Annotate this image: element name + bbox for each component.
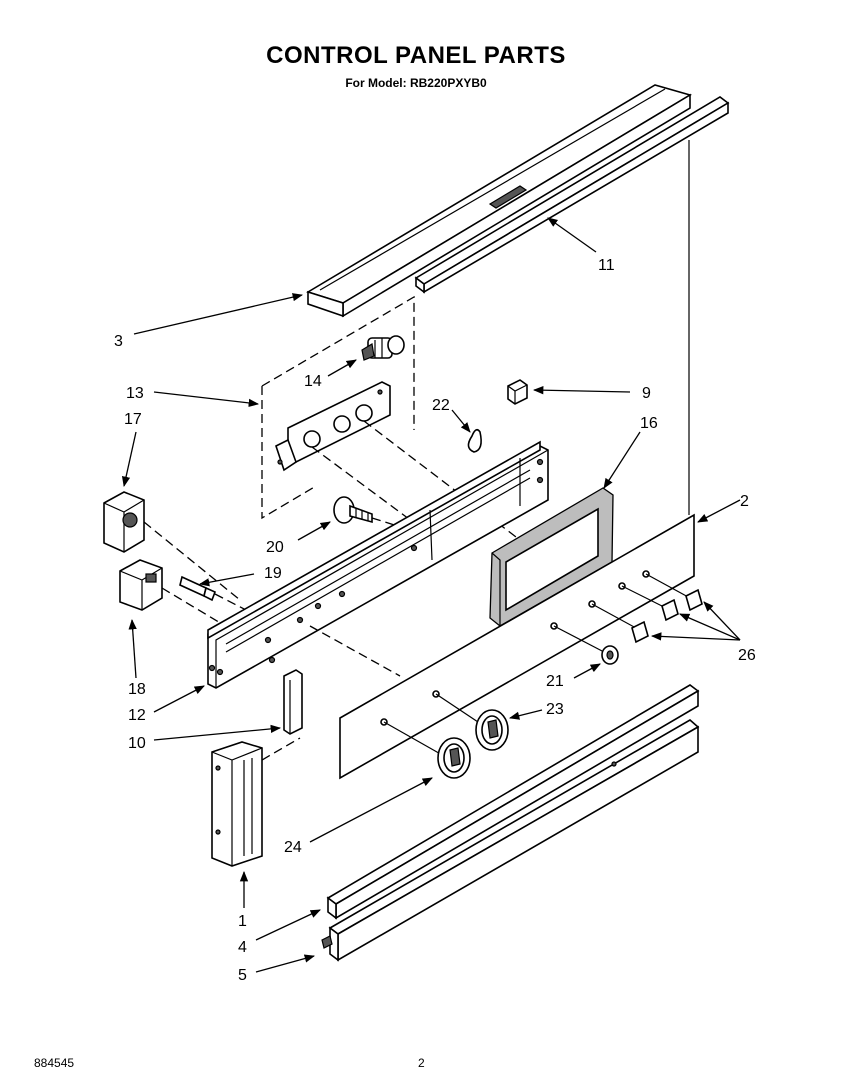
callout-17: 17: [124, 411, 142, 428]
model-subtitle: For Model: RB220PXYB0: [345, 76, 487, 90]
callout-18: 18: [128, 681, 146, 698]
callout-14: 14: [304, 373, 322, 390]
callout-21: 21: [546, 673, 564, 690]
callout-10: 10: [128, 735, 146, 752]
part-19-lamp: [179, 575, 251, 613]
part-1-end-cap: [211, 737, 301, 867]
part-24-knob: [437, 737, 471, 779]
callout-20: 20: [266, 539, 284, 556]
callout-4: 4: [238, 939, 247, 956]
part-3-top-trim: [306, 84, 692, 318]
part-5-bottom-trim: [321, 719, 700, 962]
part-23-knob: [475, 709, 509, 751]
callout-3: 3: [114, 333, 123, 350]
part-12-backplate: [207, 440, 549, 689]
callout-19: 19: [264, 565, 282, 582]
part-22-spring-clip: [467, 428, 482, 453]
callout-12: 12: [128, 707, 146, 724]
part-14-selector-switch: [361, 335, 405, 361]
part-18-switch-block: [119, 559, 233, 631]
callout-1: 1: [238, 913, 247, 930]
callout-9: 9: [642, 385, 651, 402]
callout-22: 22: [432, 397, 450, 414]
part-17-clock: [103, 491, 241, 601]
callout-11: 11: [598, 257, 615, 274]
callout-16: 16: [640, 415, 658, 432]
callout-13: 13: [126, 385, 144, 402]
callout-23: 23: [546, 701, 564, 718]
part-13-assembly-outline: [261, 295, 415, 520]
part-10-bracket: [283, 669, 303, 735]
callout-5: 5: [238, 967, 247, 984]
part-2-overlay: [339, 513, 695, 780]
leader-lines: [121, 217, 741, 973]
callout-24: 24: [284, 839, 302, 856]
part-21-small-knob: [601, 645, 619, 665]
callout-26: 26: [738, 647, 756, 664]
document-number: 884545: [34, 1056, 75, 1070]
page-number: 2: [418, 1056, 425, 1070]
callout-2: 2: [740, 493, 749, 510]
part-9-clip: [507, 379, 528, 405]
part-13-switch-bracket: [275, 381, 521, 543]
part-26-knob-inserts: [631, 588, 703, 644]
part-11-trim-strip: [414, 96, 730, 294]
page-title: CONTROL PANEL PARTS: [266, 42, 566, 69]
part-4-lower-trim: [326, 684, 700, 920]
